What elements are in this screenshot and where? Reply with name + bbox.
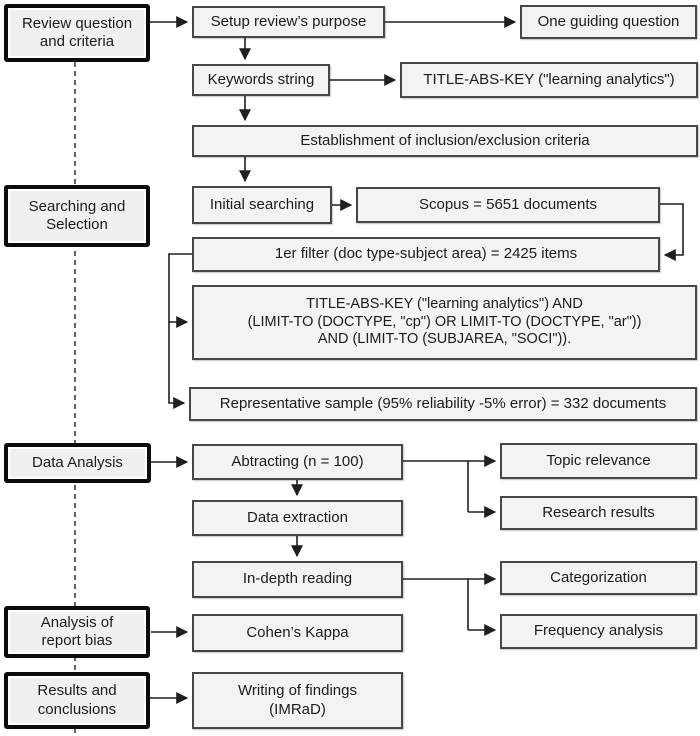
step-writing-findings: Writing of findings (IMRaD) [192,672,403,729]
step-first-filter: 1er filter (doc type-subject area) = 242… [192,237,660,272]
step-title-abs-key: TITLE-ABS-KEY ("learning analytics") [400,62,698,98]
step-data-extraction: Data extraction [192,500,403,536]
arrow-scopus-to-filter [660,203,684,261]
step-topic-relevance: Topic relevance [500,443,697,479]
step-search-query: TITLE-ABS-KEY ("learning analytics") AND… [192,285,697,360]
branch-abstracting-stem [403,460,469,512]
step-research-results: Research results [500,496,697,530]
step-representative-sample: Representative sample (95% reliability -… [189,387,697,421]
phase-searching-selection: Searching and Selection [4,185,150,247]
arrow-filter-to-sample-bracket [168,253,192,409]
branch-indepth-stem [403,578,469,630]
step-cohens-kappa: Cohen’s Kappa [192,614,403,652]
step-categorization: Categorization [500,561,697,595]
phase-results-conclusions: Results and conclusions [4,672,150,729]
phase-report-bias: Analysis of report bias [4,606,150,658]
step-one-guiding-question: One guiding question [520,5,697,39]
step-setup-purpose: Setup review’s purpose [192,6,385,38]
step-in-depth-reading: In-depth reading [192,561,403,598]
step-frequency-analysis: Frequency analysis [500,614,697,649]
step-initial-searching: Initial searching [192,186,332,224]
step-abstracting: Abtracting (n = 100) [192,444,403,480]
phase-review-question: Review question and criteria [4,4,150,62]
step-establishment-criteria: Establishment of inclusion/exclusion cri… [192,125,698,157]
phase-data-analysis: Data Analysis [4,443,151,483]
step-scopus-results: Scopus = 5651 documents [356,187,660,223]
step-keywords-string: Keywords string [192,64,330,96]
